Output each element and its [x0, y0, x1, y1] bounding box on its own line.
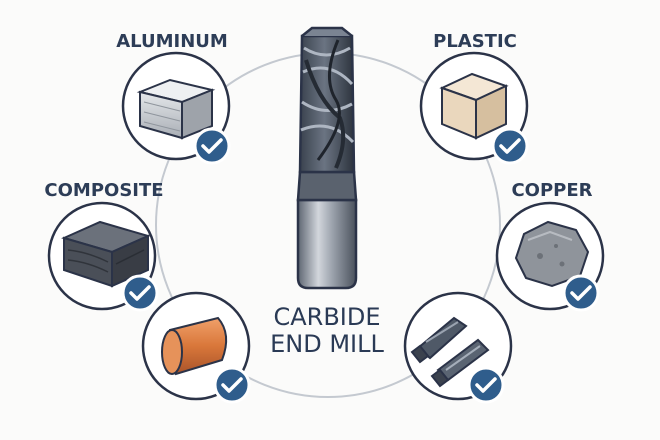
material-copper-rod	[141, 291, 251, 404]
check-badge-icon	[491, 127, 529, 165]
composite-block-icon	[61, 220, 151, 288]
center-label-line1: CARBIDE	[273, 303, 380, 331]
aluminum-block-icon	[136, 78, 216, 140]
copper-rod-icon	[161, 316, 228, 376]
material-carbide-tools	[403, 291, 513, 404]
check-badge-icon	[121, 274, 159, 312]
material-label-plastic: PLASTIC	[433, 31, 517, 52]
check-badge-icon	[193, 127, 231, 165]
check-badge-icon	[562, 274, 600, 312]
check-badge-icon	[467, 366, 505, 404]
material-label-aluminum: ALUMINUM	[116, 31, 228, 52]
material-copper: COPPER	[495, 180, 605, 312]
carbide-end-mill-icon	[296, 26, 358, 290]
center-label-line2: END MILL	[270, 330, 384, 358]
material-label-composite: COMPOSITE	[44, 180, 163, 201]
material-label-copper: COPPER	[511, 180, 592, 201]
material-plastic: PLASTIC	[419, 31, 529, 165]
carbide-tools-icon	[410, 316, 490, 388]
copper-ore-icon	[514, 220, 590, 288]
material-aluminum: ALUMINUM	[116, 31, 231, 165]
check-badge-icon	[213, 366, 251, 404]
plastic-cube-icon	[439, 72, 509, 140]
material-composite: COMPOSITE	[44, 180, 164, 312]
